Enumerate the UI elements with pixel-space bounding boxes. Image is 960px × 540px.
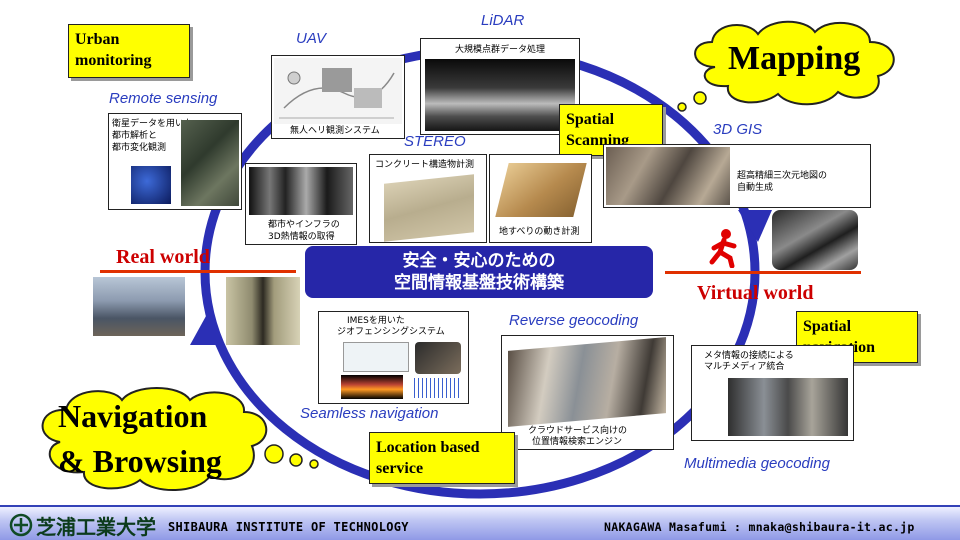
center-banner: 安全・安心のための 空間情報基盤技術構築 xyxy=(305,246,653,298)
spatial-navigation-line1: Spatial xyxy=(803,318,852,335)
spectrum-image xyxy=(341,375,403,399)
urban-monitoring-line2: monitoring xyxy=(75,52,152,69)
gis3d-caption-1: 超高精細三次元地図の xyxy=(737,171,828,181)
multimedia-caption-2: マルチメディア統合 xyxy=(704,362,785,372)
university-logo-icon xyxy=(9,513,33,537)
urban-monitoring-box: Urban monitoring xyxy=(68,24,190,78)
thermal-caption-1: 都市やインフラの xyxy=(268,220,340,230)
multimedia-geocoding-label: Multimedia geocoding xyxy=(684,455,830,472)
lidar-panel: 大規模点群データ処理 xyxy=(420,38,580,135)
footer-bar: 芝浦工業大学 SHIBAURA INSTITUTE OF TECHNOLOGY … xyxy=(0,505,960,540)
multimedia-caption-1: メタ情報の接続による xyxy=(704,351,794,361)
concrete-panel: コンクリート構造物計測 xyxy=(369,154,487,243)
cycle-arrow-right xyxy=(738,210,772,242)
landslide-caption: 地すべりの動き計測 xyxy=(499,227,580,237)
lidar-caption: 大規模点群データ処理 xyxy=(455,45,546,55)
mapping-cloud xyxy=(677,20,895,112)
point-cloud-image xyxy=(425,59,575,131)
remote-sensing-caption-3: 都市変化観測 xyxy=(112,143,167,153)
thermal-image xyxy=(249,167,353,215)
location-based-service-line1: Location based xyxy=(376,439,480,456)
smartphone-image xyxy=(415,342,461,374)
city-photo xyxy=(93,277,185,336)
location-based-service-box: Location based service xyxy=(369,432,515,484)
gis3d-panel: 超高精細三次元地図の 自動生成 xyxy=(603,144,871,208)
satellite-image xyxy=(131,166,171,204)
signal-graph-image xyxy=(411,378,461,398)
photo-collage-image xyxy=(508,337,666,427)
virtual-world-overline xyxy=(665,271,861,274)
landslide-panel: 地すべりの動き計測 xyxy=(489,154,592,243)
real-world-underline xyxy=(100,270,296,273)
virtual-world-label: Virtual world xyxy=(697,282,814,304)
multimedia-panel: メタ情報の接続による マルチメディア統合 xyxy=(691,345,854,441)
virtual-statue-image xyxy=(772,210,858,270)
remote-sensing-caption-1: 衛星データを用いた xyxy=(112,119,194,129)
remote-sensing-panel: 衛星データを用いた 都市解析と 都市変化観測 xyxy=(108,113,242,210)
cloud-service-caption-2: 位置情報検索エンジン xyxy=(532,437,623,447)
indoor-walker-photo xyxy=(226,277,300,345)
geofence-map-image xyxy=(343,342,409,372)
navigation-cloud xyxy=(41,387,319,491)
center-banner-line1: 安全・安心のための xyxy=(402,251,556,271)
multimedia-image xyxy=(728,378,848,436)
red-runner-icon xyxy=(709,229,737,268)
navigation-text-line2: & Browsing xyxy=(58,443,222,479)
center-banner-line2: 空間情報基盤技術構築 xyxy=(394,273,564,293)
gis3d-label: 3D GIS xyxy=(713,121,763,138)
gis3d-caption-2: 自動生成 xyxy=(737,183,774,193)
imes-panel: IMESを用いた ジオフェンシングシステム xyxy=(318,311,469,404)
uav-caption: 無人ヘリ観測システム xyxy=(290,126,380,136)
landslide-image xyxy=(495,163,587,217)
concrete-caption: コンクリート構造物計測 xyxy=(375,160,475,170)
uav-label: UAV xyxy=(296,30,327,47)
remote-sensing-caption-2: 都市解析と xyxy=(112,131,158,141)
spatial-scanning-line1: Spatial xyxy=(566,111,615,128)
lidar-label: LiDAR xyxy=(481,12,525,29)
cloud-service-panel: クラウドサービス向けの 位置情報検索エンジン xyxy=(501,335,674,450)
uav-diagram xyxy=(274,58,402,124)
thermal-caption-2: 3D熱情報の取得 xyxy=(268,232,335,242)
city-satellite-image xyxy=(181,120,239,206)
contact-info: NAKAGAWA Masafumi : mnaka@shibaura-it.ac… xyxy=(604,520,915,534)
cloud-service-caption-1: クラウドサービス向けの xyxy=(528,426,628,436)
institute-name: SHIBAURA INSTITUTE OF TECHNOLOGY xyxy=(168,520,409,534)
imes-caption-2: ジオフェンシングシステム xyxy=(337,327,445,337)
gis3d-image xyxy=(606,147,730,205)
university-name-jp: 芝浦工業大学 xyxy=(36,515,156,539)
urban-monitoring-line1: Urban xyxy=(75,31,120,48)
stereo-label: STEREO xyxy=(404,133,466,150)
mapping-text: Mapping xyxy=(728,40,861,77)
concrete-image xyxy=(384,174,474,242)
cycle-arrow-left xyxy=(190,316,222,345)
real-world-label: Real world xyxy=(116,246,210,268)
navigation-text-line1: Navigation xyxy=(58,398,208,434)
thermal-panel: 都市やインフラの 3D熱情報の取得 xyxy=(245,163,357,245)
seamless-navigation-label: Seamless navigation xyxy=(300,405,439,422)
location-based-service-line2: service xyxy=(376,460,424,477)
remote-sensing-label: Remote sensing xyxy=(109,90,218,107)
uav-panel: 無人ヘリ観測システム xyxy=(271,55,405,139)
imes-caption-1: IMESを用いた xyxy=(347,316,405,326)
reverse-geocoding-label: Reverse geocoding xyxy=(509,312,639,329)
